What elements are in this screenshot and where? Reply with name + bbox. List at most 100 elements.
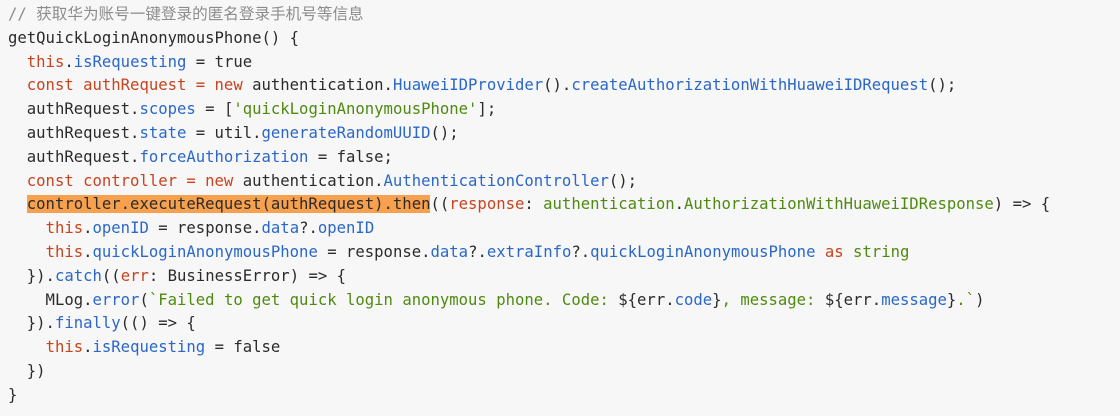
- code-token: state: [139, 123, 187, 142]
- code-token: authentication.: [252, 76, 393, 95]
- code-token: .: [64, 52, 74, 71]
- code-token: (: [139, 290, 149, 309]
- code-token: generateRandomUUID: [261, 123, 431, 142]
- code-token: = util.: [186, 123, 262, 142]
- code-line: MLog.error(`Failed to get quick login an…: [8, 289, 1050, 313]
- code-token: }).: [8, 314, 55, 333]
- code-token: response: [449, 195, 525, 214]
- code-line: authRequest.forceAuthorization = false;: [8, 146, 1050, 170]
- code-token: ?.: [468, 242, 487, 261]
- code-token: }: [946, 290, 957, 309]
- code-token: ) => {: [993, 195, 1051, 214]
- code-token: code: [674, 290, 713, 309]
- code-token: createAuthorizationWithHuaweiIDRequest: [571, 76, 929, 95]
- code-token: as: [824, 242, 844, 261]
- code-line: const authRequest = new authentication.H…: [8, 74, 1050, 98]
- code-token: data: [261, 219, 300, 238]
- code-token: ): [975, 290, 985, 309]
- code-token: const authRequest = new: [26, 76, 253, 95]
- code-token: ().: [543, 76, 572, 95]
- code-token: , message:: [721, 290, 825, 309]
- code-line: }): [8, 360, 1050, 384]
- code-line: this.openID = response.data?.openID: [8, 217, 1050, 241]
- code-token: ${err.: [618, 290, 675, 309]
- code-token: :: [148, 266, 168, 285]
- code-token: ((: [101, 266, 121, 285]
- code-block: // 获取华为账号一键登录的匿名登录手机号等信息 getQuickLoginAno…: [8, 3, 1050, 408]
- code-line: const controller = new authentication.Au…: [8, 170, 1050, 194]
- code-token: openID: [317, 219, 375, 238]
- code-line: this.quickLoginAnonymousPhone = response…: [8, 241, 1050, 265]
- code-token: }): [8, 361, 46, 380]
- code-token: // 获取华为账号一键登录的匿名登录手机号等信息: [8, 5, 364, 23]
- code-token: message: [881, 290, 947, 309]
- code-token: openID: [92, 219, 149, 238]
- code-token: AuthenticationController: [383, 171, 609, 190]
- code-line: }: [8, 384, 1050, 408]
- code-token: }).: [8, 266, 55, 285]
- code-token: this: [45, 338, 84, 357]
- code-token: forceAuthorization: [139, 147, 309, 166]
- code-token: .: [83, 219, 93, 238]
- code-token: getQuickLoginAnonymousPhone() {: [8, 28, 300, 47]
- code-token: catch: [54, 266, 102, 285]
- code-token: this: [45, 219, 84, 238]
- code-token: = response.: [317, 242, 431, 261]
- code-token: (() => {: [120, 314, 196, 333]
- code-token: [8, 53, 27, 71]
- code-token: data: [430, 242, 469, 261]
- code-token: = false: [205, 338, 281, 357]
- code-token: authRequest.: [8, 100, 140, 119]
- code-token: quickLoginAnonymousPhone: [92, 242, 318, 261]
- code-token: }: [8, 385, 18, 404]
- code-token: ?.: [571, 242, 591, 261]
- code-token: .: [674, 195, 684, 214]
- code-token: [844, 243, 853, 261]
- code-token: error: [92, 290, 140, 309]
- code-token: AuthorizationWithHuaweiIDResponse: [683, 195, 994, 214]
- code-token: ();: [928, 76, 957, 95]
- code-token: isRequesting: [73, 52, 187, 71]
- code-token: .: [83, 242, 93, 261]
- code-token: `Failed to get quick login anonymous pho…: [148, 290, 619, 309]
- code-token: }: [712, 290, 722, 309]
- code-token: [815, 243, 824, 261]
- code-token: 'quickLoginAnonymousPhone': [233, 100, 478, 119]
- code-line: getQuickLoginAnonymousPhone() {: [8, 27, 1050, 51]
- code-token: = [: [195, 100, 234, 119]
- code-token: ((: [430, 195, 450, 214]
- code-token: authRequest.: [8, 147, 140, 166]
- code-token: this: [45, 242, 84, 261]
- code-token: this: [26, 52, 65, 71]
- code-token: authRequest.: [8, 123, 140, 142]
- code-token: [8, 76, 27, 94]
- code-token: .: [83, 338, 93, 357]
- code-token: MLog.: [8, 290, 93, 309]
- code-line: this.isRequesting = true: [8, 51, 1050, 75]
- code-token: ];: [477, 100, 497, 119]
- code-line: }).finally(() => {: [8, 312, 1050, 336]
- code-token: [8, 195, 27, 213]
- code-token: scopes: [139, 100, 196, 119]
- code-token: HuaweiIDProvider: [392, 76, 544, 95]
- code-token: ?.: [299, 219, 318, 238]
- code-token: :: [524, 195, 544, 214]
- code-token: err: [120, 266, 149, 285]
- code-token: authentication.: [242, 171, 384, 190]
- code-line: }).catch((err: BusinessError) => {: [8, 265, 1050, 289]
- code-line: authRequest.scopes = ['quickLoginAnonymo…: [8, 98, 1050, 122]
- code-token: ();: [430, 123, 459, 142]
- code-token: [8, 243, 46, 261]
- code-token: extraInfo: [486, 242, 572, 261]
- code-token: [8, 172, 27, 190]
- code-token: string: [853, 242, 910, 261]
- code-token: [8, 219, 46, 237]
- code-token: finally: [54, 314, 121, 333]
- code-token: authentication: [543, 195, 675, 214]
- code-token: = response.: [148, 219, 262, 238]
- code-line: this.isRequesting = false: [8, 336, 1050, 360]
- code-token: const controller = new: [26, 171, 243, 190]
- code-token: ();: [608, 171, 638, 190]
- code-token: quickLoginAnonymousPhone: [590, 242, 816, 261]
- code-token: isRequesting: [92, 338, 206, 357]
